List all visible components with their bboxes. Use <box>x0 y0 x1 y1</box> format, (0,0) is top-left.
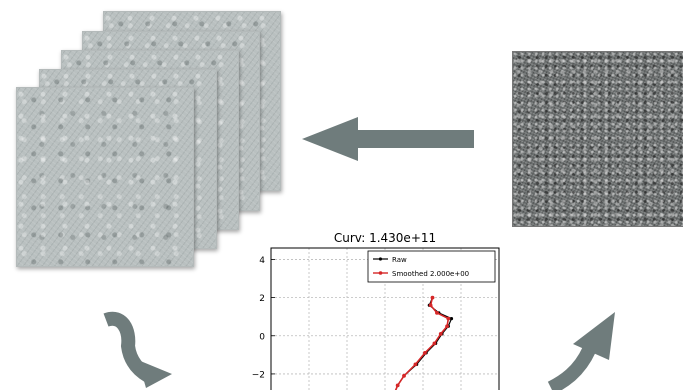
legend-smoothed-label: Smoothed 2.000e+00 <box>392 270 469 278</box>
curvature-plot: 4 2 0 −2 Raw Smoothed 2.000e+00 <box>252 247 500 390</box>
y-tick-label: 4 <box>259 256 265 266</box>
y-axis-ticks: 4 2 0 −2 <box>252 256 275 380</box>
arrow-left-icon <box>302 117 474 161</box>
data-point-smoothed <box>438 331 443 336</box>
micrograph-image <box>512 51 683 227</box>
data-point-smoothed <box>402 373 406 378</box>
plot-axes-frame <box>270 247 500 390</box>
y-tick-label: −2 <box>252 370 265 380</box>
data-point-smoothed <box>432 341 437 346</box>
data-point-smoothed <box>435 310 439 315</box>
plot-series <box>394 295 454 390</box>
plot-grid <box>271 248 499 390</box>
data-point-smoothed <box>413 362 418 367</box>
legend: Raw Smoothed 2.000e+00 <box>367 250 496 283</box>
frame-1 <box>16 87 194 267</box>
data-point-smoothed <box>445 324 449 329</box>
data-point-smoothed <box>423 351 427 355</box>
legend-raw-marker <box>378 257 383 261</box>
curved-arrow-down-right-icon <box>103 311 172 388</box>
data-point-raw <box>449 316 454 321</box>
data-point-smoothed <box>428 303 433 308</box>
legend-raw-label: Raw <box>392 256 407 264</box>
legend-smoothed-marker <box>378 271 383 275</box>
data-point-smoothed <box>430 295 435 300</box>
y-tick-label: 2 <box>259 294 265 304</box>
plot-title: Curv: 1.430e+11 <box>333 231 437 245</box>
data-point-smoothed <box>395 383 400 388</box>
y-tick-label: 0 <box>259 332 265 342</box>
data-point-smoothed <box>446 316 451 321</box>
legend-box <box>367 250 496 283</box>
curved-arrow-up-right-icon <box>547 312 615 390</box>
